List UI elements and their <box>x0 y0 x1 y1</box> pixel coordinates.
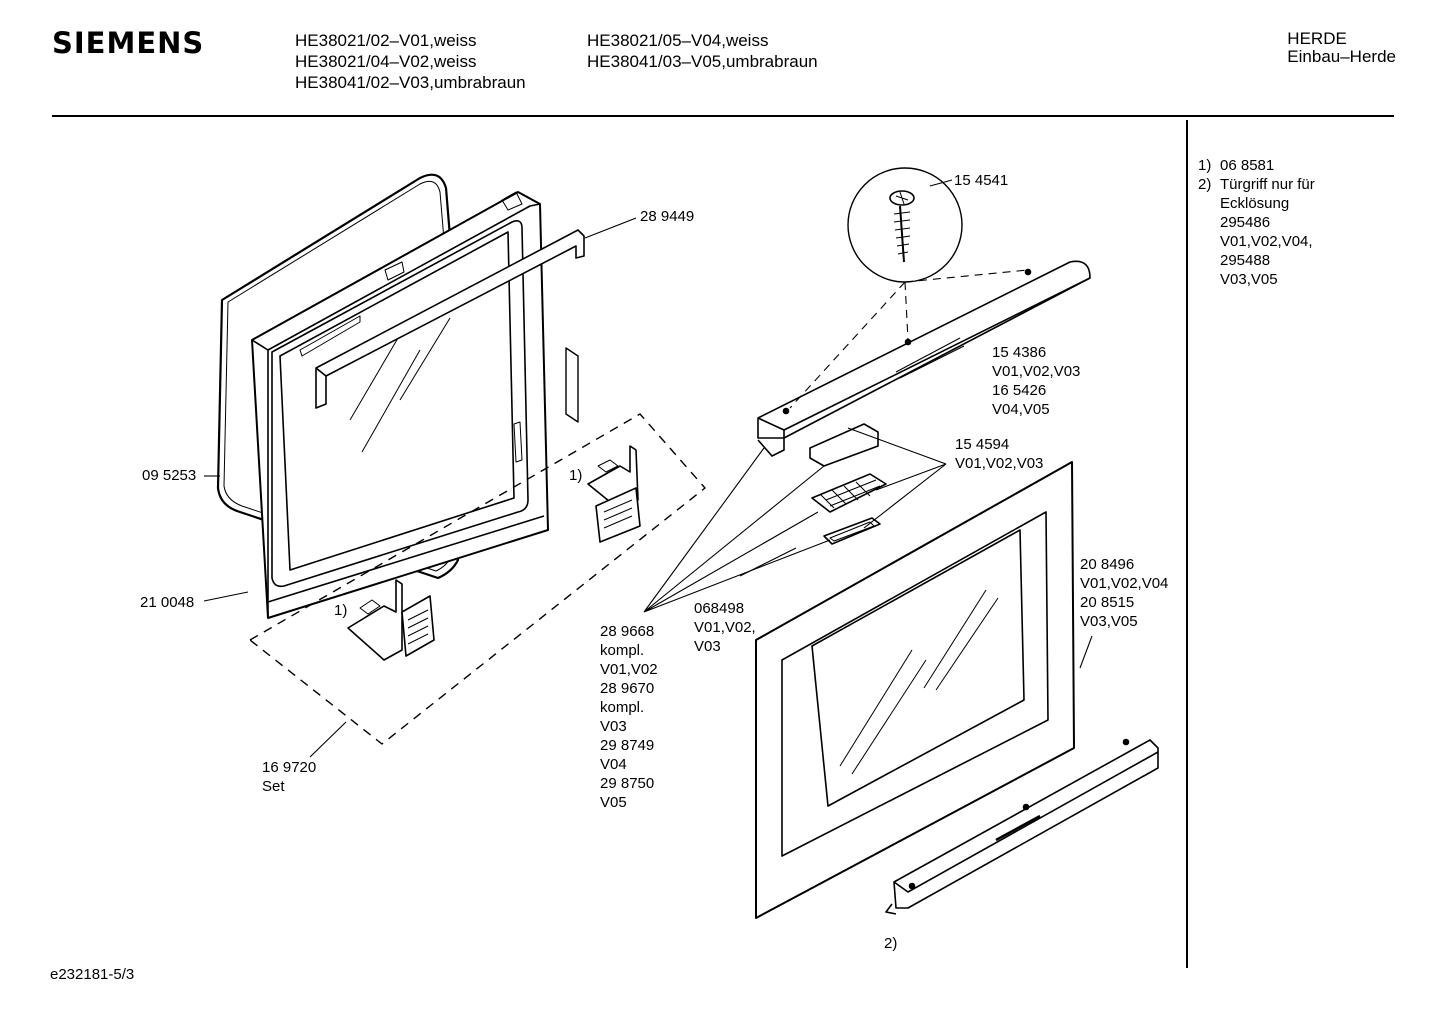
footnote-text: 295486 <box>1220 214 1271 231</box>
part-label: 09 5253 <box>142 467 196 484</box>
header-divider <box>52 115 1394 117</box>
notes-divider <box>1186 120 1188 968</box>
outer-door-panel <box>739 461 1075 919</box>
part-label-line: 20 8496 <box>1080 556 1134 573</box>
part-label-068498: 068498 V01,V02, V03 <box>694 600 756 655</box>
part-label-line: V04,V05 <box>992 401 1050 418</box>
leader-289668 <box>643 447 831 613</box>
model-list-left: HE38021/02–V01,weiss HE38021/04–V02,weis… <box>295 30 526 93</box>
part-label-line: V01,V02,V03 <box>955 455 1043 472</box>
part-label-line: V01,V02,V04 <box>1080 575 1168 592</box>
part-label-line: kompl. <box>600 699 644 716</box>
part-label-line: V03,V05 <box>1080 613 1138 630</box>
part-label-line: V01,V02, <box>694 619 756 636</box>
part-label-154386: 15 4386 V01,V02,V03 16 5426 V04,V05 <box>992 344 1080 418</box>
footnote-1: 1) 06 8581 <box>1198 156 1315 175</box>
footnote-text: 06 8581 <box>1220 157 1275 174</box>
part-label: 21 0048 <box>140 594 194 611</box>
seal-ring <box>823 517 881 545</box>
model-line: HE38041/03–V05,umbrabraun <box>587 52 818 71</box>
model-line: HE38021/05–V04,weiss <box>587 31 769 50</box>
screw-detail <box>847 167 963 283</box>
part-label-289668: 28 9668 kompl. V01,V02 28 9670 kompl. V0… <box>600 623 658 811</box>
footnotes-panel: 1) 06 8581 2) Türgriff nur für Ecklösung… <box>1198 156 1315 289</box>
part-label-line: Set <box>262 778 285 795</box>
model-line: HE38021/04–V02,weiss <box>295 52 477 71</box>
insulation-pad <box>565 347 579 423</box>
leader-210048 <box>203 591 249 602</box>
footnote-marker: 2) <box>884 935 897 952</box>
part-label-line: 15 4386 <box>992 344 1046 361</box>
category-line: Einbau–Herde <box>1287 47 1396 66</box>
door-handle <box>885 738 1159 915</box>
leader-289449 <box>584 217 637 239</box>
part-label-line: kompl. <box>600 642 644 659</box>
part-label-line: V05 <box>600 794 627 811</box>
part-label-line: V03 <box>694 638 721 655</box>
part-label-154594: 15 4594 V01,V02,V03 <box>955 436 1043 472</box>
model-line: HE38041/02–V03,umbrabraun <box>295 73 526 92</box>
part-label-line: 16 5426 <box>992 382 1046 399</box>
leader-208496 <box>1079 635 1093 669</box>
inner-door-frame <box>251 191 549 619</box>
leader-154594 <box>847 427 947 529</box>
leader-154541 <box>929 179 953 187</box>
leader-169720 <box>309 721 347 758</box>
door-hinge-mid <box>587 445 641 543</box>
part-label-line: V04 <box>600 756 627 773</box>
footnote-marker: 1) <box>569 467 582 484</box>
part-label-169720: 16 9720 Set <box>262 759 316 795</box>
part-label-line: 28 9670 <box>600 680 654 697</box>
part-label-line: 28 9668 <box>600 623 654 640</box>
part-label: 28 9449 <box>640 208 694 225</box>
footnote-text: Ecklösung <box>1220 195 1290 212</box>
part-label-line: 068498 <box>694 600 744 617</box>
model-line: HE38021/02–V01,weiss <box>295 31 477 50</box>
footnote-number: 2) <box>1198 176 1212 193</box>
footnote-text: V01,V02,V04, <box>1220 233 1313 250</box>
handle-rail <box>757 260 1091 457</box>
category-title: HERDE Einbau–Herde <box>1287 30 1396 66</box>
document-code: e232181-5/3 <box>50 966 135 983</box>
cover-strip <box>315 229 585 409</box>
part-label-line: 20 8515 <box>1080 594 1134 611</box>
part-label-line: V01,V02 <box>600 661 658 678</box>
part-label-line: 16 9720 <box>262 759 316 776</box>
door-hinge-left <box>347 579 435 661</box>
category-line: HERDE <box>1287 29 1347 48</box>
footnote-number: 1) <box>1198 157 1212 174</box>
spring-clip <box>811 473 887 513</box>
hinge-set-boundary <box>249 413 706 745</box>
door-seal <box>216 173 467 580</box>
part-label-line: 15 4594 <box>955 436 1009 453</box>
seal-ring-inner <box>829 521 875 542</box>
footnote-marker: 1) <box>334 602 347 619</box>
model-list-right: HE38021/05–V04,weiss HE38041/03–V05,umbr… <box>587 30 818 72</box>
part-label-208496: 20 8496 V01,V02,V04 20 8515 V03,V05 <box>1080 556 1168 630</box>
footnote-text: V03,V05 <box>1220 271 1278 288</box>
part-label-line: 29 8750 <box>600 775 654 792</box>
footnote-2: 2) Türgriff nur für <box>1198 175 1315 194</box>
footnote-text: Türgriff nur für <box>1220 176 1315 193</box>
footnote-text: 295488 <box>1220 252 1271 269</box>
part-label-line: 29 8749 <box>600 737 654 754</box>
handle-clip <box>809 423 879 467</box>
part-label: 15 4541 <box>954 172 1008 189</box>
part-label-line: V03 <box>600 718 627 735</box>
leader-screw-rail <box>789 269 1029 409</box>
brand-logo: SIEMENS <box>52 26 205 60</box>
part-label-line: V01,V02,V03 <box>992 363 1080 380</box>
